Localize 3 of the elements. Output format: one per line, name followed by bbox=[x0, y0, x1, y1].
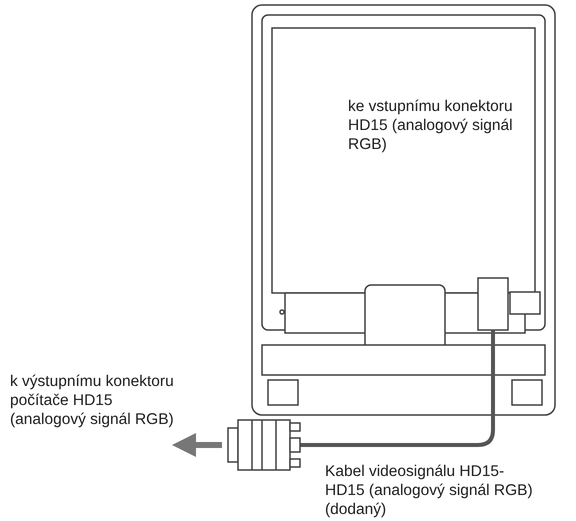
callout-text: ke vstupnímu konektoru HD15 (analogový signál RGB) bbox=[348, 97, 514, 154]
callout-text: k výstupnímu konektoru počítače HD15 (analogový signál RGB) bbox=[10, 372, 175, 429]
callout-text: Kabel videosignálu HD15-HD15 (analogový signál RGB) (dodaný) bbox=[325, 462, 534, 519]
